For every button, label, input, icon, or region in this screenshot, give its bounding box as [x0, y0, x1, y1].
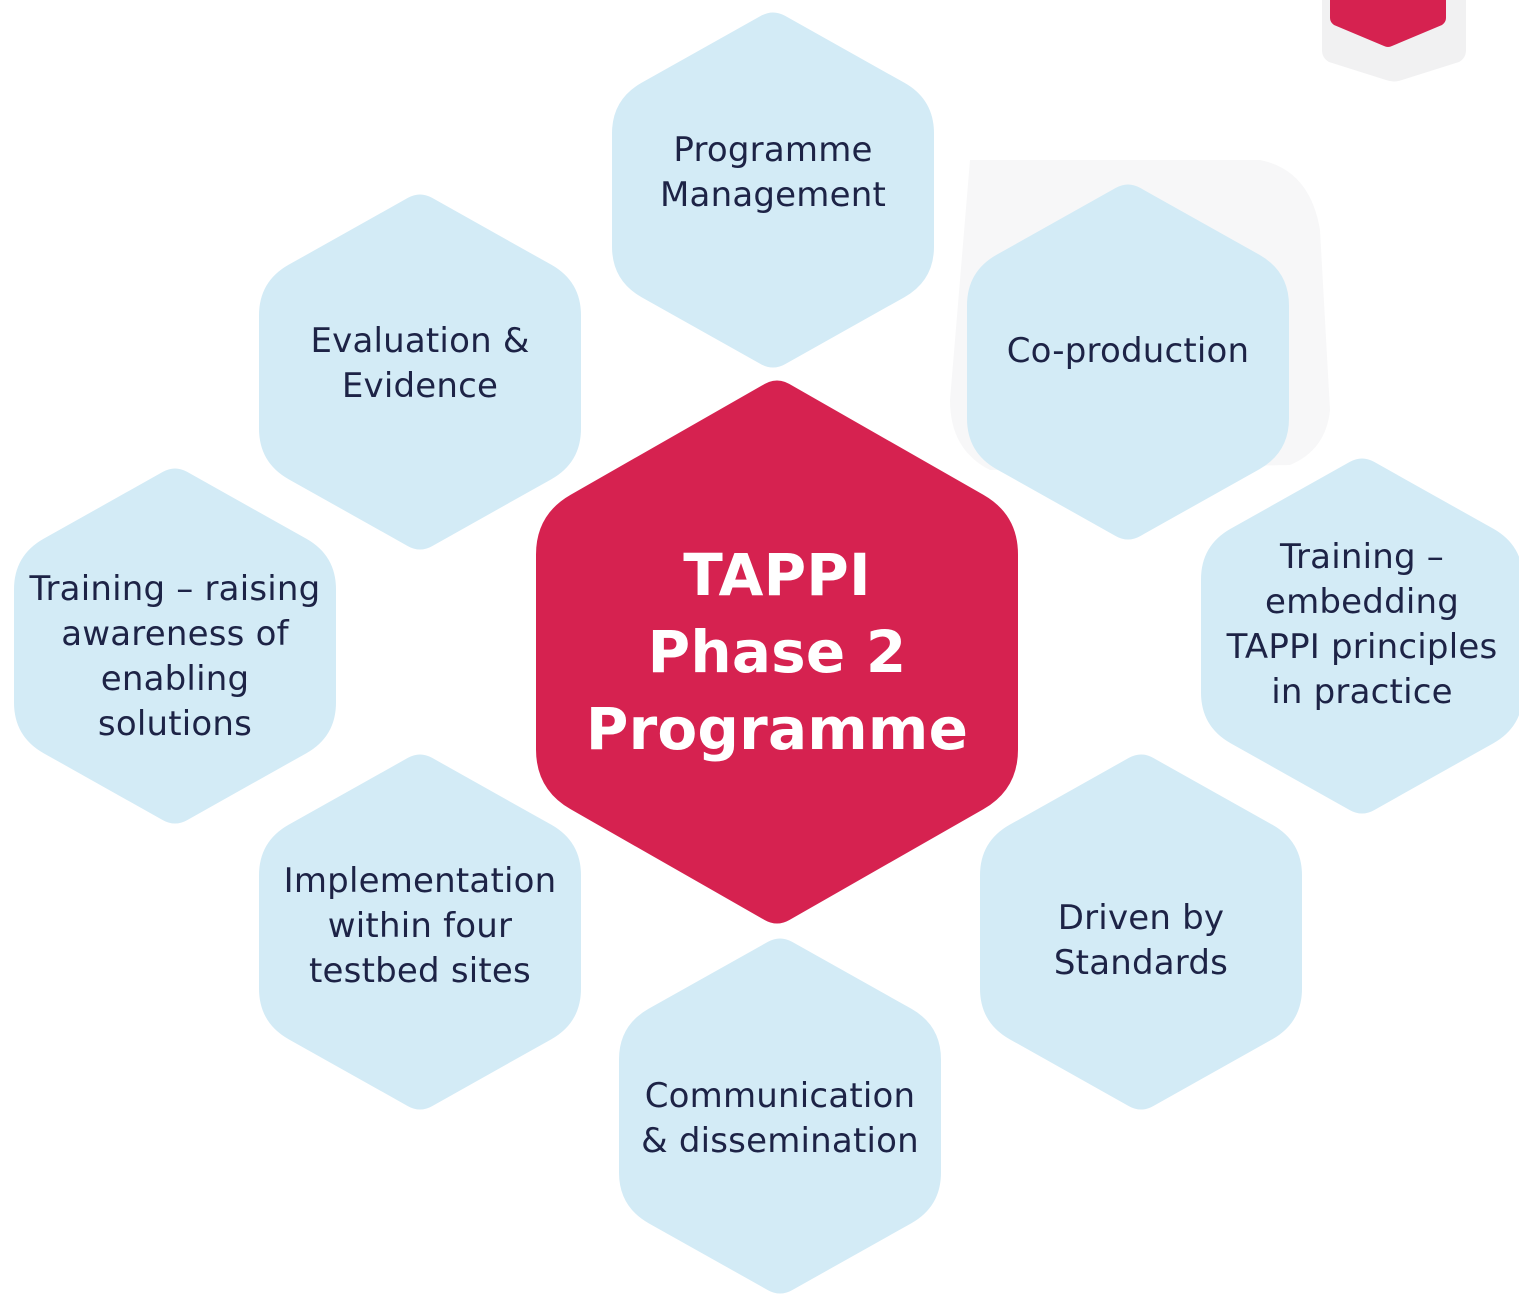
hex-co-production-label: Co-production: [967, 329, 1289, 374]
hex-training-embedding-label-line: TAPPI principles: [1226, 627, 1498, 667]
hex-training-embedding-label-line: Training –: [1280, 537, 1444, 577]
hex-driven-by-standards-hexagon: [980, 754, 1302, 1110]
hex-center-tappi-label-line: Programme: [585, 695, 969, 763]
hex-evaluation-evidence-shape: [259, 194, 581, 550]
hex-training-raising-awareness-label: Training – raising awareness of enabling so…: [14, 567, 336, 747]
hex-communication-dissemination-hexagon: [619, 938, 941, 1294]
hex-co-production-label-line: Co-production: [1006, 331, 1250, 371]
hex-training-raising-awareness-hexagon: [14, 468, 336, 824]
hex-center-tappi-label: TAPPI Phase 2 Programme: [536, 537, 1018, 768]
hex-driven-by-standards-label-line: Standards: [1053, 943, 1229, 983]
hex-implementation-testbeds-label: Implementation within four testbed sites: [259, 859, 581, 994]
hex-evaluation-evidence-label-line: Evaluation &: [310, 321, 530, 361]
hex-implementation-testbeds-label-line: within four: [327, 906, 513, 946]
hex-programme-management-hexagon: [612, 12, 934, 368]
hex-center-tappi: TAPPI Phase 2 Programme: [536, 377, 1018, 927]
hex-center-tappi-label-line: TAPPI: [683, 541, 871, 609]
hex-center-tappi-shape: [536, 380, 1018, 924]
hex-co-production: Co-production: [967, 181, 1289, 543]
hex-programme-management-shape: [612, 12, 934, 368]
hex-programme-management-label-line: Management: [660, 175, 886, 215]
hex-training-embedding-hexagon: [1201, 458, 1519, 814]
hex-driven-by-standards: Driven by Standards: [980, 751, 1302, 1113]
hex-co-production-hexagon: [967, 184, 1289, 540]
hex-center-tappi-hexagon: [536, 380, 1018, 924]
hex-communication-dissemination-label-line: & dissemination: [641, 1121, 919, 1161]
hex-driven-by-standards-label: Driven by Standards: [980, 896, 1302, 986]
hex-communication-dissemination: Communication & dissemination: [619, 935, 941, 1297]
hex-implementation-testbeds: Implementation within four testbed sites: [259, 751, 581, 1113]
hex-driven-by-standards-shape: [980, 754, 1302, 1110]
hex-training-raising-awareness: Training – raising awareness of enabling so…: [14, 465, 336, 827]
hex-training-embedding-shape: [1201, 458, 1519, 814]
hex-implementation-testbeds-label-line: testbed sites: [309, 951, 531, 991]
logo-fill: [1330, 0, 1446, 47]
logo-hex-icon: [1322, 0, 1466, 82]
hex-training-raising-awareness-label-line: solutions: [97, 704, 253, 744]
hex-evaluation-evidence-label-line: Evidence: [341, 366, 499, 406]
hex-implementation-testbeds-hexagon: [259, 754, 581, 1110]
hex-implementation-testbeds-shape: [259, 754, 581, 1110]
hex-implementation-testbeds-label-line: Implementation: [283, 861, 557, 901]
hex-training-embedding-label-line: embedding: [1264, 582, 1460, 622]
hex-communication-dissemination-label-line: Communication: [644, 1076, 916, 1116]
hex-evaluation-evidence: Evaluation & Evidence: [259, 191, 581, 553]
hex-evaluation-evidence-hexagon: [259, 194, 581, 550]
hex-co-production-shape: [967, 184, 1289, 540]
hex-training-raising-awareness-label-line: Training – raising: [29, 569, 321, 609]
hex-training-raising-awareness-shape: [14, 468, 336, 824]
hex-training-raising-awareness-label-line: enabling: [100, 659, 250, 699]
hex-programme-management-label-line: Programme: [673, 130, 873, 170]
hex-center-tappi-label-line: Phase 2: [647, 618, 907, 686]
hex-driven-by-standards-label-line: Driven by: [1057, 898, 1225, 938]
hex-training-embedding-label-line: in practice: [1271, 672, 1453, 712]
hex-evaluation-evidence-label: Evaluation & Evidence: [259, 319, 581, 409]
hex-communication-dissemination-label: Communication & dissemination: [619, 1074, 941, 1164]
hex-training-raising-awareness-label-line: awareness of: [61, 614, 289, 654]
hex-communication-dissemination-shape: [619, 938, 941, 1294]
